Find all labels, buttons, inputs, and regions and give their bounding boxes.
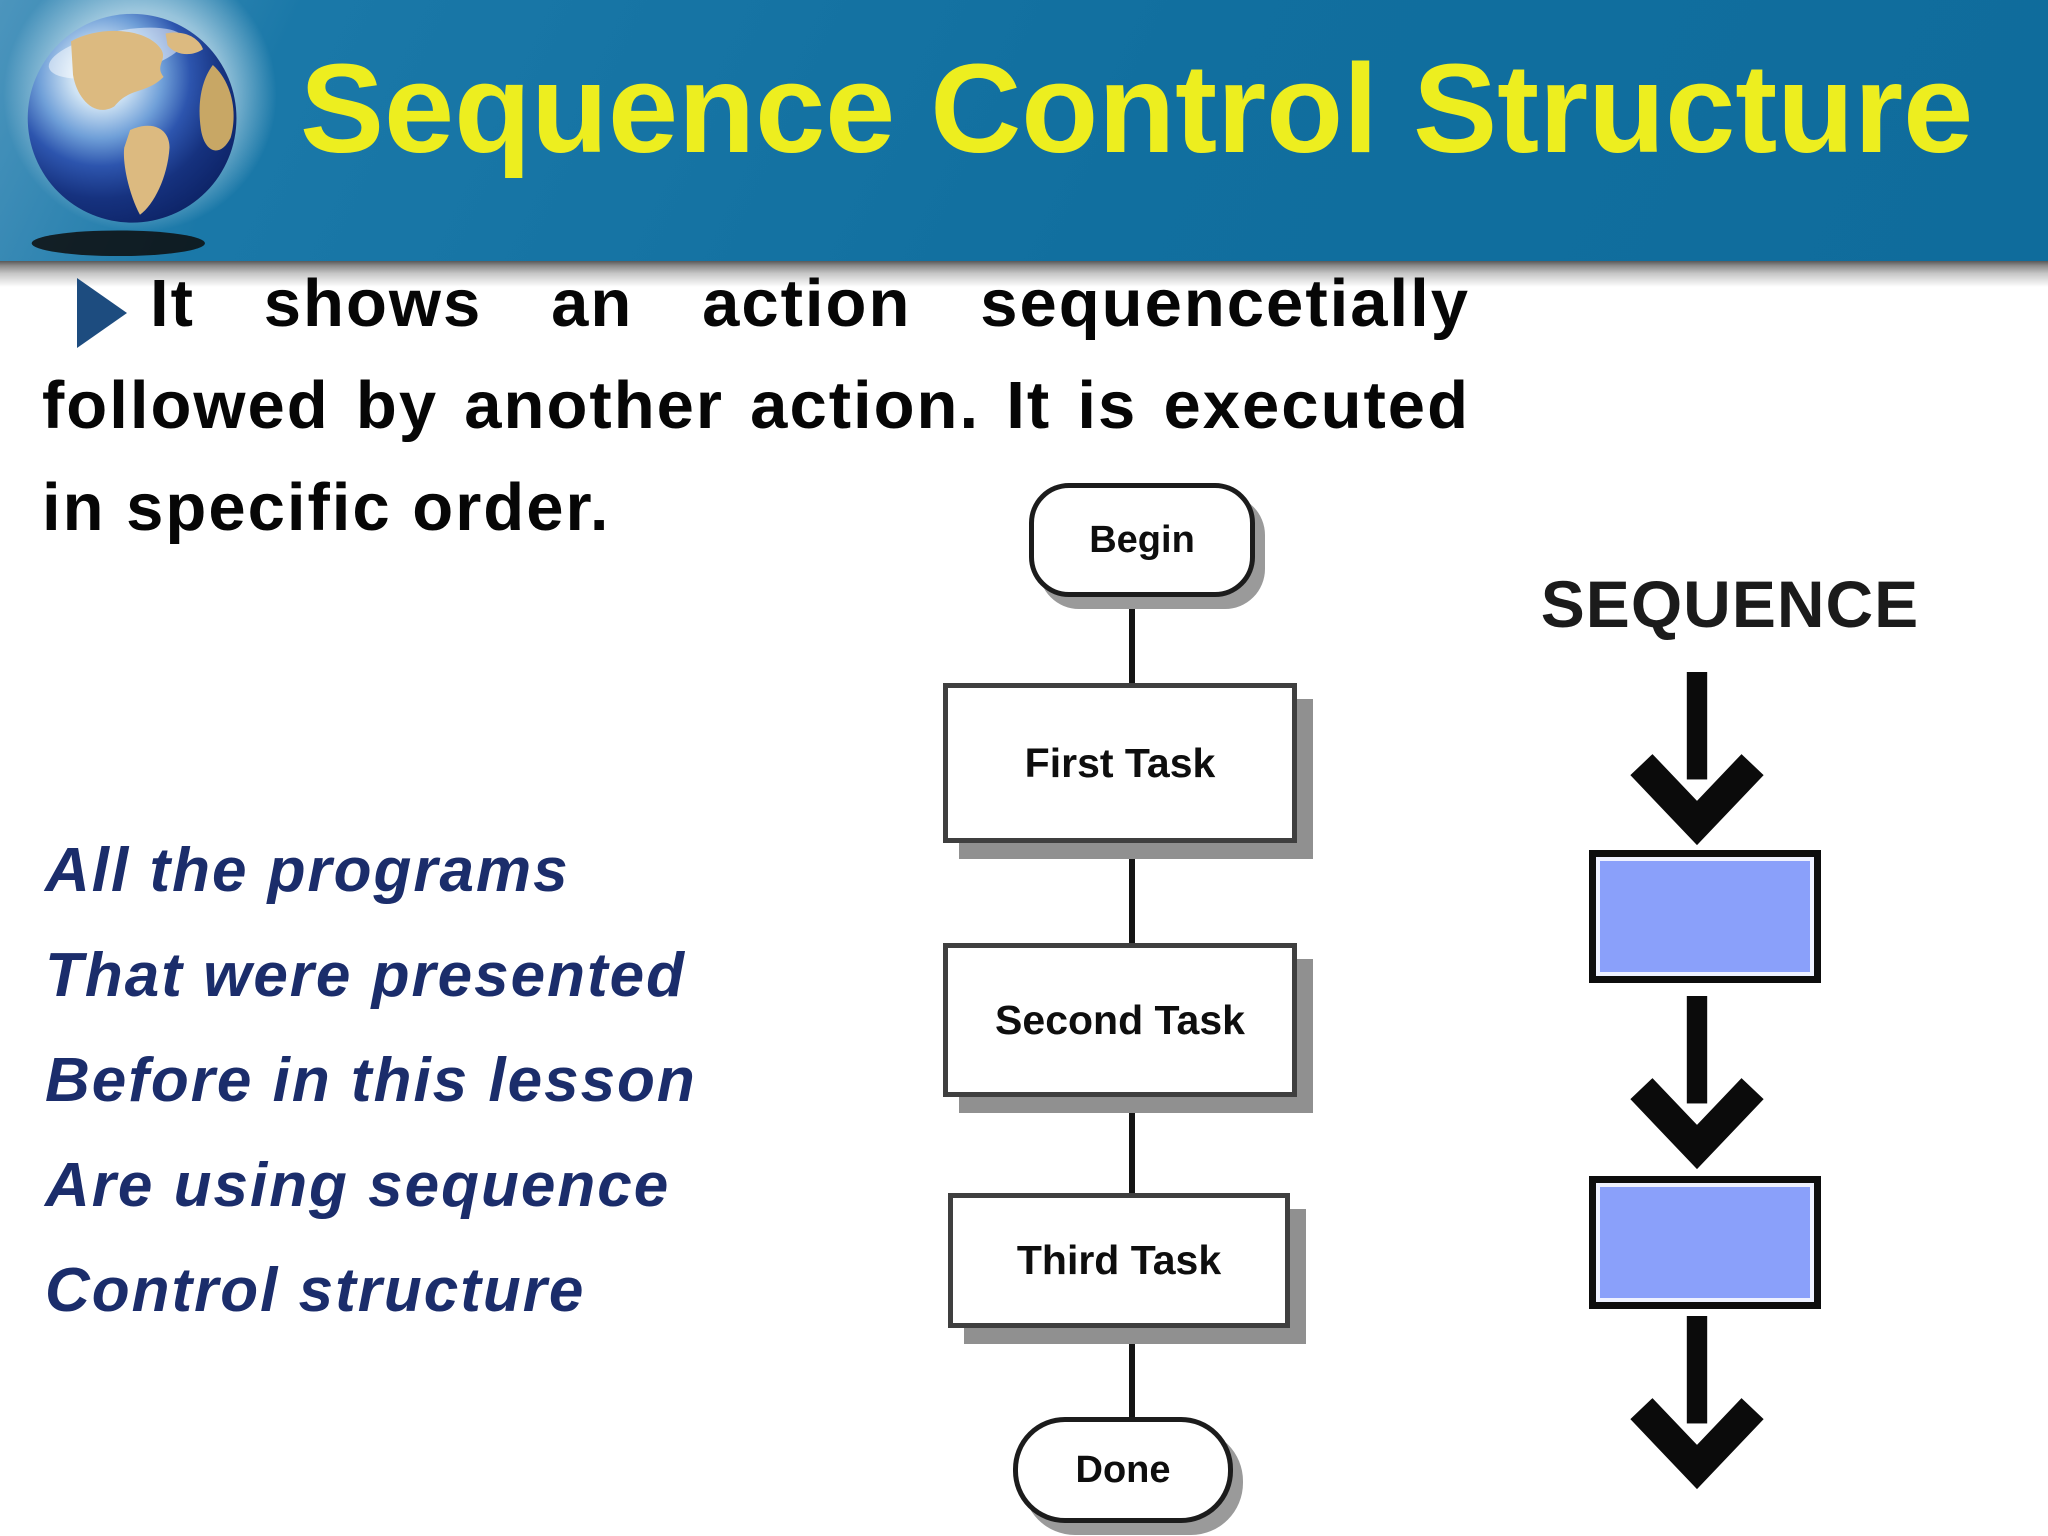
paragraph-line-2: followed by another action. It is execut… bbox=[42, 368, 1470, 443]
side-note-line-5: Control structure bbox=[45, 1256, 586, 1325]
bullet-triangle-icon bbox=[77, 278, 127, 348]
paragraph-line-1: It shows an action sequencetially bbox=[150, 266, 1470, 341]
down-arrow-icon bbox=[1630, 672, 1764, 846]
header-shadow bbox=[0, 261, 2048, 287]
side-note-line-3: Before in this lesson bbox=[45, 1046, 697, 1115]
flowchart-node-begin: Begin bbox=[1029, 483, 1255, 597]
down-arrow-icon bbox=[1630, 996, 1764, 1170]
sequence-process-block-1 bbox=[1589, 850, 1821, 983]
globe-icon bbox=[27, 13, 237, 257]
side-note: All the programs That were presented Bef… bbox=[45, 818, 905, 1343]
slide-header: Sequence Control Structure bbox=[0, 0, 2048, 261]
flowchart-node-first-task: First Task bbox=[943, 683, 1297, 843]
sequence-process-block-2 bbox=[1589, 1176, 1821, 1309]
side-note-line-2: That were presented bbox=[45, 941, 686, 1010]
flowchart-node-second-task: Second Task bbox=[943, 943, 1297, 1097]
flowchart-node-third-task: Third Task bbox=[948, 1193, 1290, 1328]
slide-title: Sequence Control Structure bbox=[300, 38, 1974, 179]
side-note-line-4: Are using sequence bbox=[45, 1151, 671, 1220]
flowchart-node-done: Done bbox=[1013, 1417, 1233, 1523]
side-note-line-1: All the programs bbox=[45, 836, 570, 905]
sequence-heading: SEQUENCE bbox=[1540, 567, 1920, 641]
paragraph-line-3: in specific order. bbox=[42, 470, 611, 545]
down-arrow-icon bbox=[1630, 1316, 1764, 1490]
